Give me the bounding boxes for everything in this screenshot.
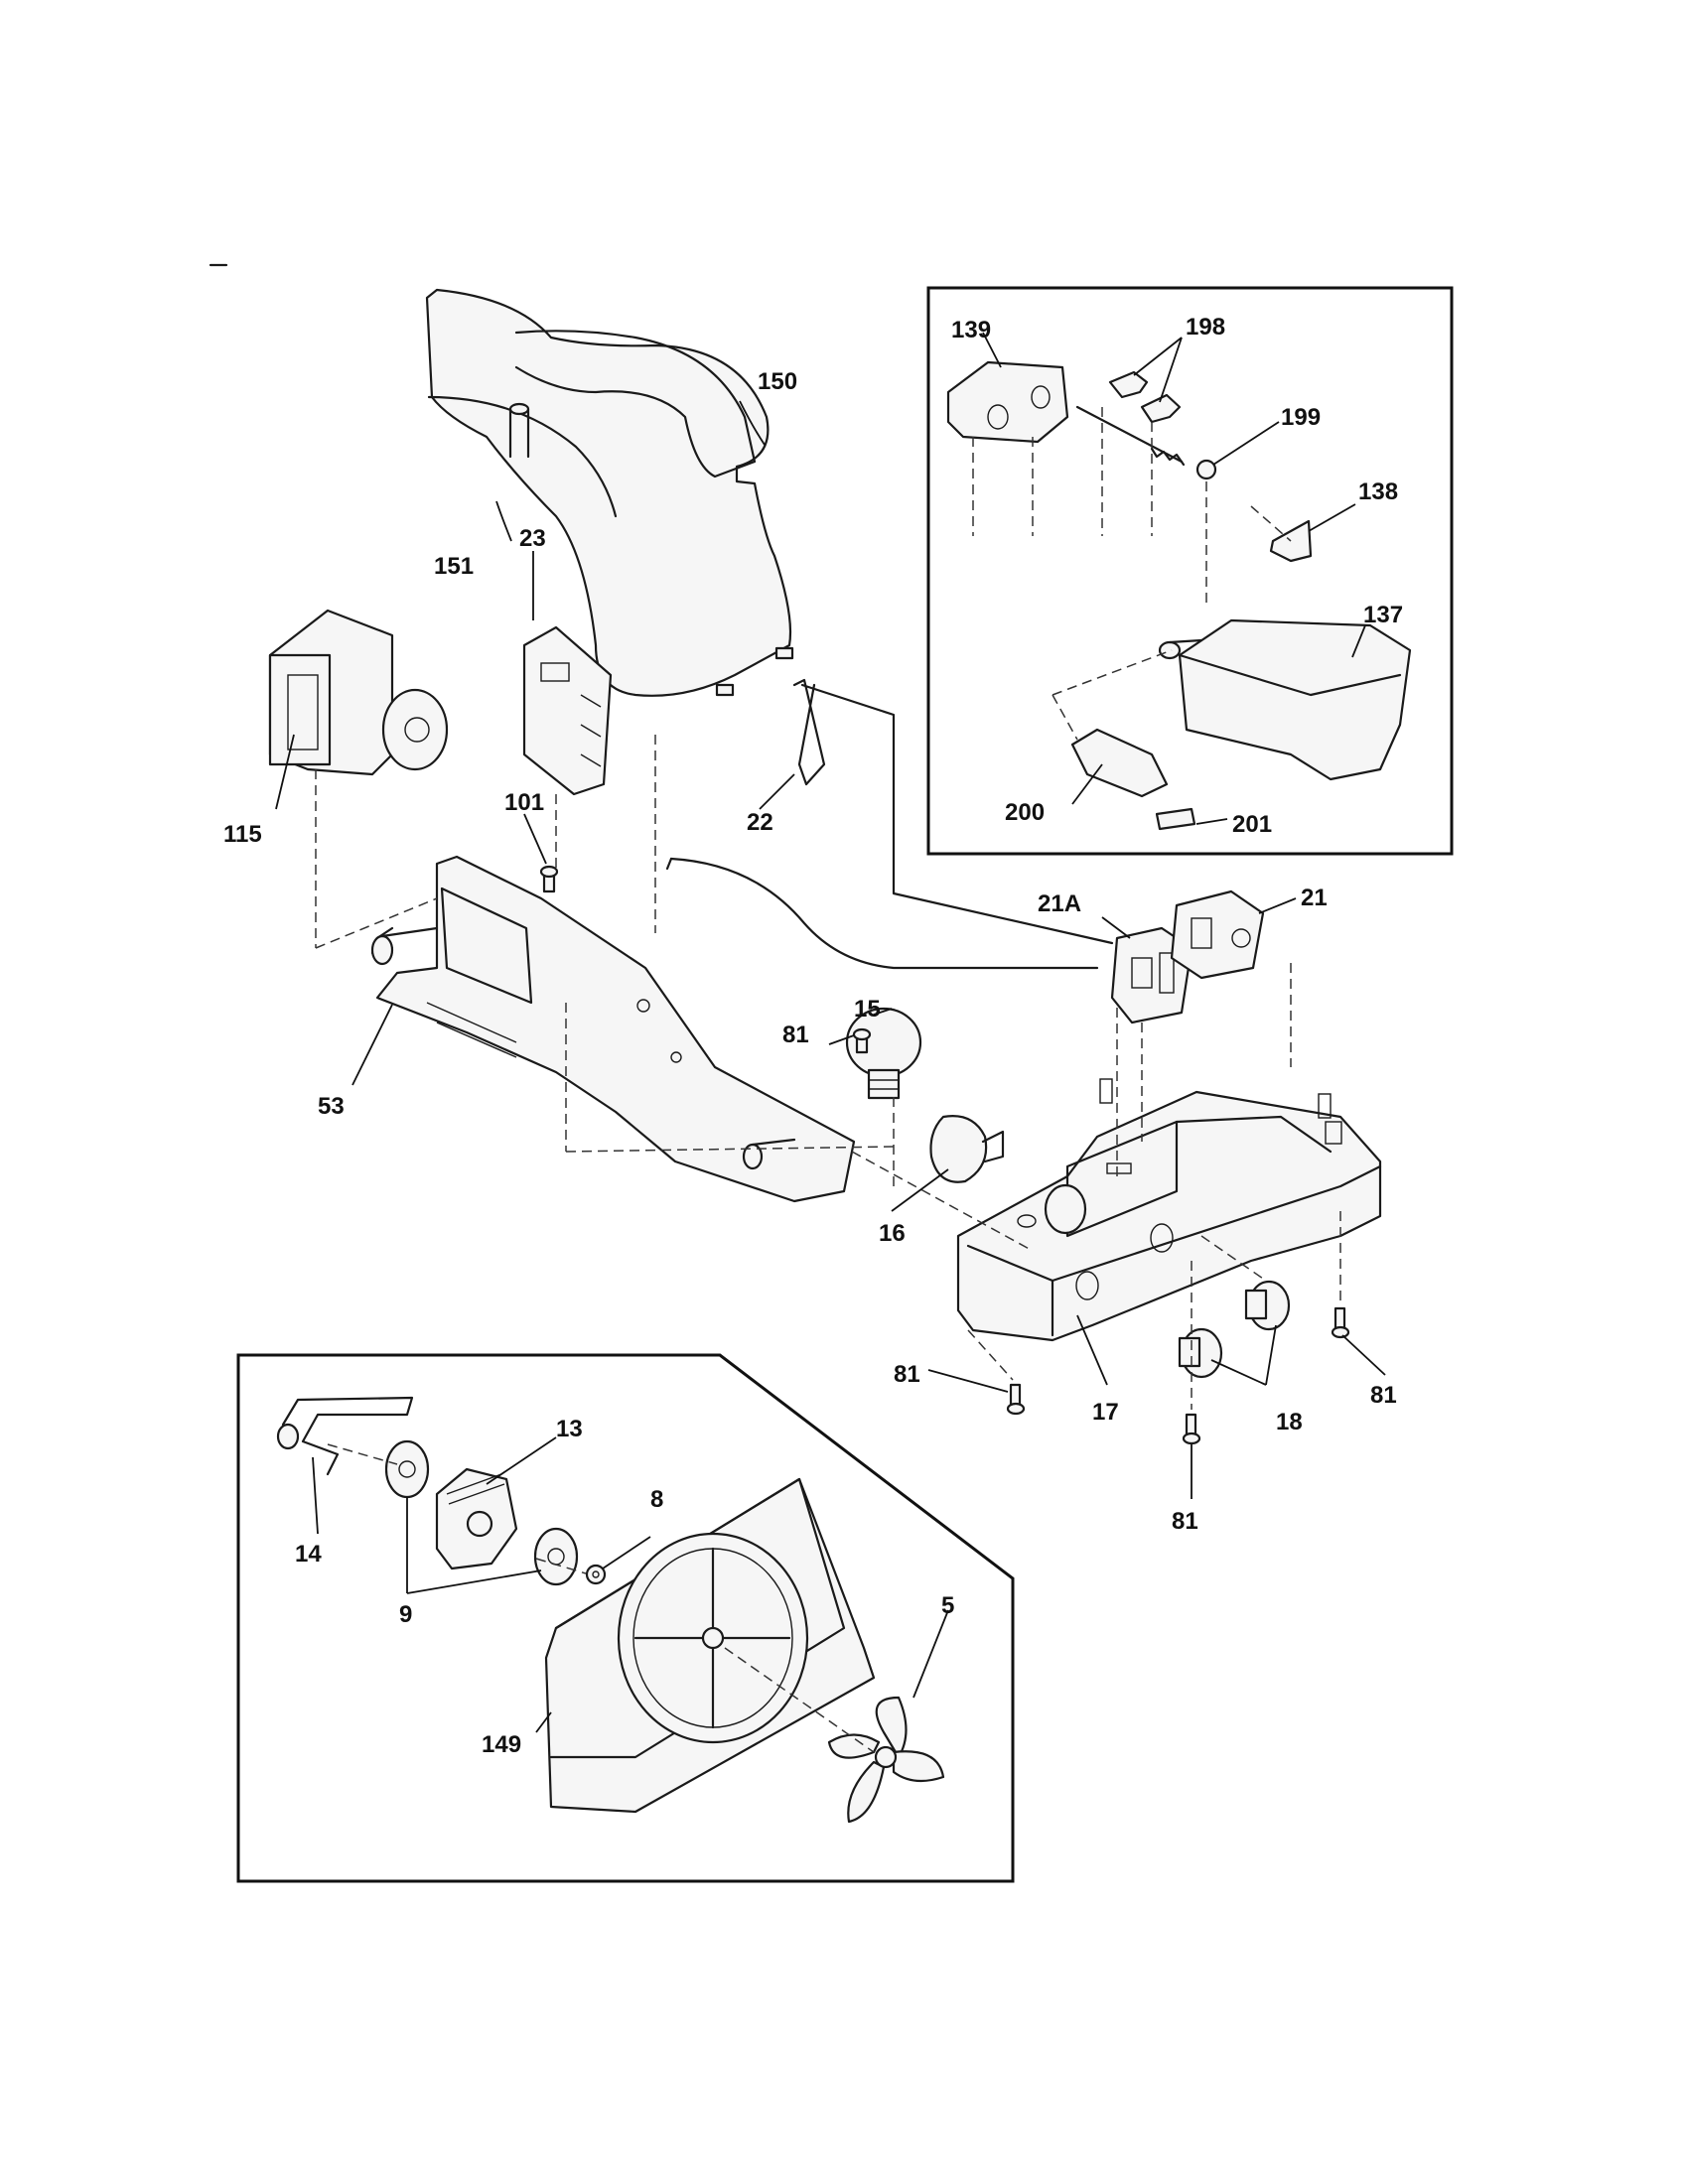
label-150: 150 — [758, 368, 797, 395]
screw-81-left — [1006, 1383, 1026, 1416]
assembly-lines — [315, 407, 1341, 1753]
pad-201 — [1155, 807, 1196, 831]
label-15: 15 — [854, 996, 881, 1023]
dispenser-housing — [956, 1078, 1382, 1342]
fan-blade-5 — [827, 1696, 945, 1824]
label-23: 23 — [519, 525, 546, 552]
label-8: 8 — [650, 1486, 663, 1513]
label-199: 199 — [1281, 404, 1321, 431]
switch-21 — [1170, 889, 1265, 980]
part-labels: 150 151 23 115 101 22 21A 21 15 81 53 16… — [223, 314, 1403, 1758]
control-board — [522, 625, 613, 796]
label-5: 5 — [941, 1592, 954, 1619]
chute-housing — [425, 288, 794, 697]
label-151: 151 — [434, 553, 474, 580]
label-101: 101 — [504, 789, 544, 816]
label-198: 198 — [1186, 314, 1225, 341]
pad-200 — [1070, 728, 1169, 798]
label-53: 53 — [318, 1093, 345, 1120]
label-17: 17 — [1092, 1399, 1119, 1426]
knobs — [1178, 1280, 1291, 1379]
light-bulb — [845, 1007, 922, 1100]
leader-lines — [275, 332, 1386, 1733]
label-21: 21 — [1301, 885, 1328, 911]
label-22: 22 — [747, 809, 773, 836]
label-139: 139 — [951, 317, 991, 343]
motor-13 — [435, 1467, 518, 1570]
clips-198 — [1108, 370, 1182, 424]
screw-101 — [539, 865, 559, 893]
wire-199 — [1075, 405, 1217, 480]
bracket-14 — [276, 1396, 414, 1476]
actuator-137 — [1158, 618, 1412, 781]
label-81-top: 81 — [782, 1022, 809, 1048]
label-18: 18 — [1276, 1409, 1303, 1435]
label-115: 115 — [223, 821, 262, 848]
label-81-right: 81 — [1370, 1382, 1397, 1409]
label-14: 14 — [295, 1541, 322, 1568]
label-9: 9 — [399, 1601, 412, 1628]
screw-81-right — [1331, 1306, 1350, 1339]
screw-81-mid — [1182, 1413, 1201, 1445]
lamp-socket — [929, 1115, 1005, 1183]
switch-139 — [946, 360, 1069, 444]
label-13: 13 — [556, 1416, 583, 1442]
label-138: 138 — [1358, 478, 1398, 505]
label-201: 201 — [1232, 811, 1272, 838]
label-200: 200 — [1005, 799, 1045, 826]
fan-shroud-149 — [544, 1477, 876, 1814]
dispenser-bracket — [370, 855, 856, 1203]
label-149: 149 — [482, 1731, 521, 1758]
wire-harness — [665, 678, 1114, 970]
screw-81-top — [852, 1027, 872, 1054]
label-16: 16 — [879, 1220, 906, 1247]
inset-box-fan-assembly — [236, 1353, 1015, 1883]
label-81-bottom: 81 — [1172, 1508, 1198, 1535]
washer-8 — [585, 1564, 607, 1585]
grommets-9 — [384, 1439, 579, 1586]
label-81-left: 81 — [894, 1361, 920, 1388]
inset-box-dispenser-switch — [926, 286, 1454, 856]
timer-module — [268, 609, 449, 776]
label-137: 137 — [1363, 602, 1403, 628]
label-21A: 21A — [1038, 890, 1081, 917]
